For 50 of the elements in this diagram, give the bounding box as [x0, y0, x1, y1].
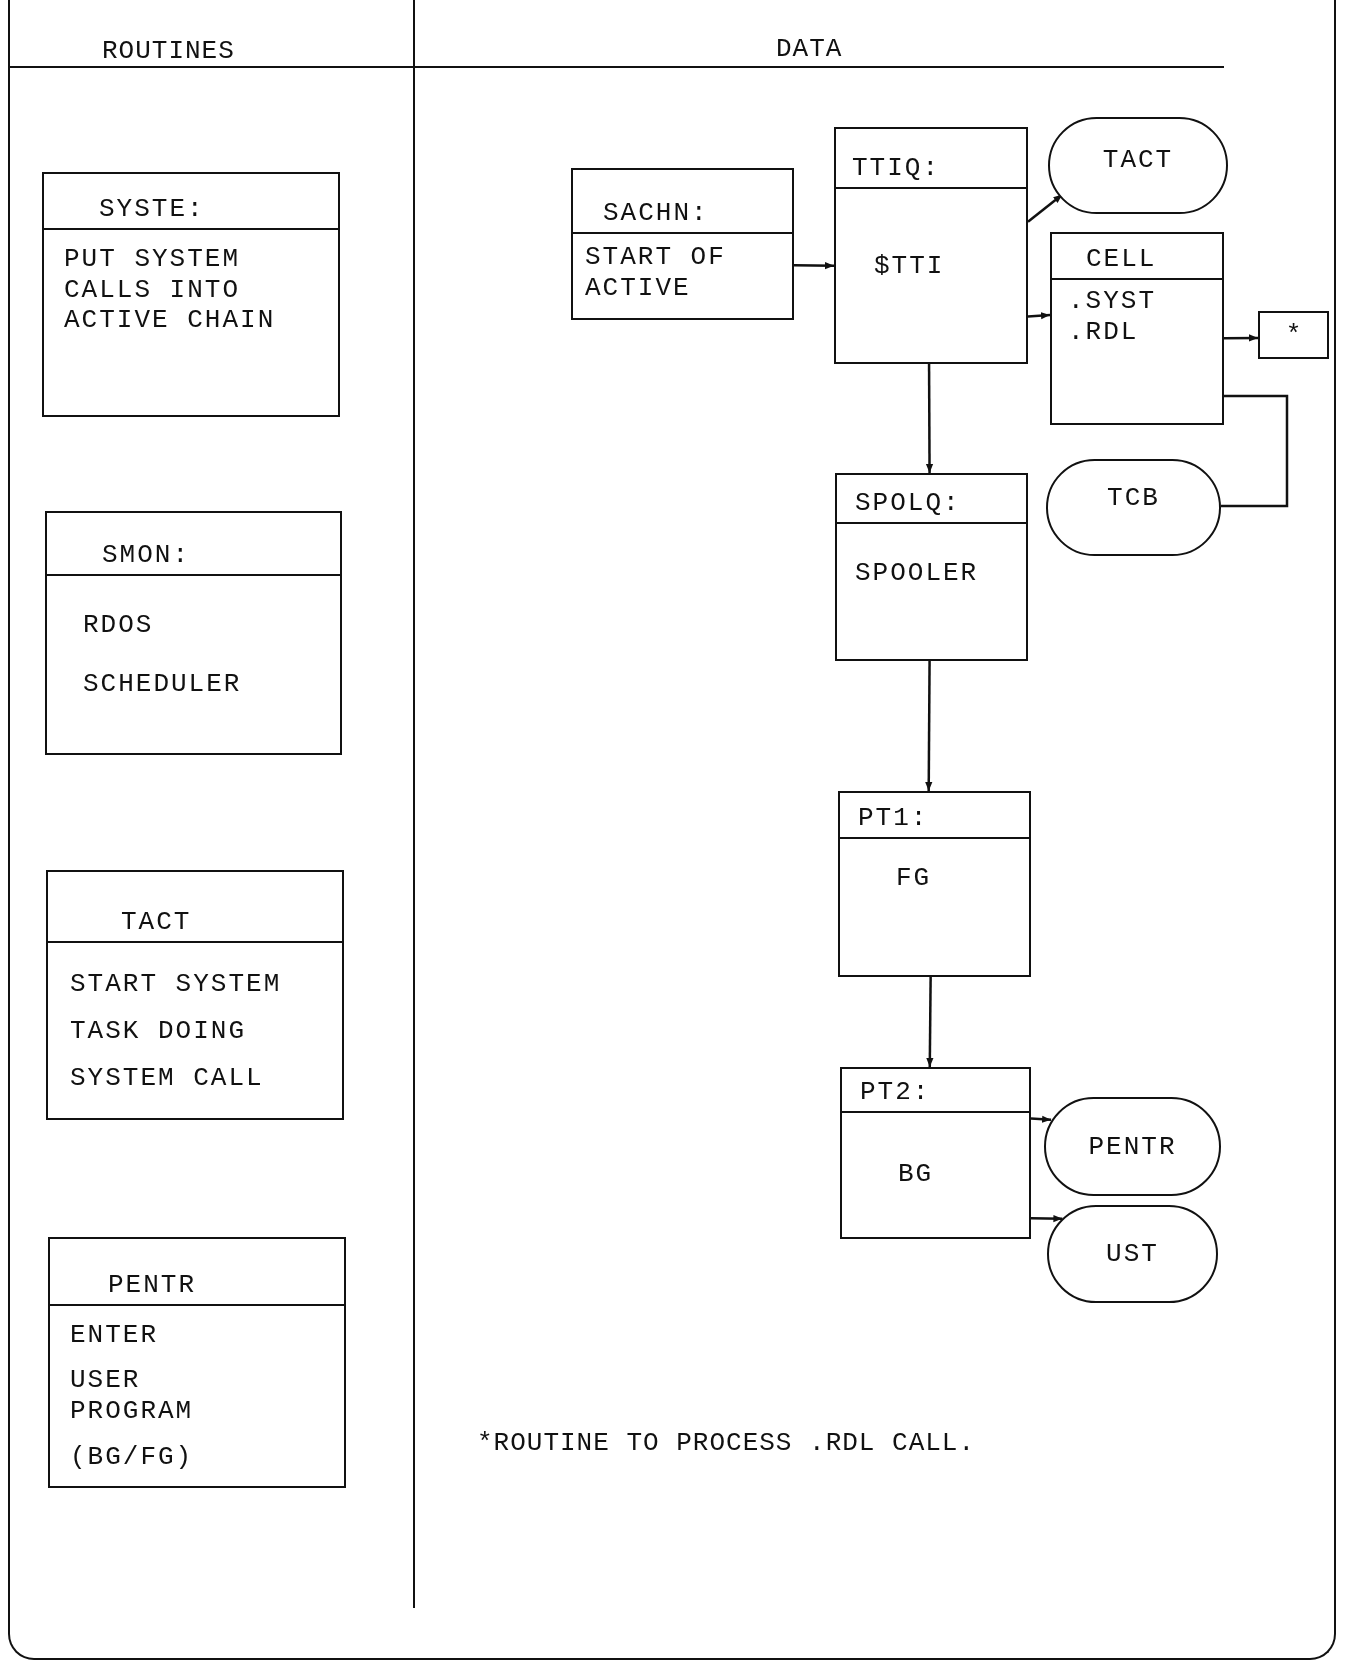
box-text: (BG/FG)	[70, 1441, 195, 1473]
box-heading: PENTR	[50, 1239, 344, 1306]
table-box	[1050, 232, 1224, 425]
table-box	[45, 511, 342, 755]
box-heading: SYSTE:	[44, 174, 338, 230]
box-heading: PT1:	[840, 793, 1029, 839]
box-text: BG	[898, 1159, 935, 1191]
box-heading: SACHN:	[573, 170, 792, 234]
arrow	[925, 364, 934, 473]
column-heading: DATA	[776, 34, 843, 64]
connector-line	[1221, 394, 1289, 508]
box-text: .SYST .RDL	[1068, 286, 1157, 349]
arrow	[1030, 1115, 1052, 1123]
column-heading: ROUTINES	[102, 36, 235, 66]
routine-box: *	[1258, 311, 1329, 359]
box-heading: SMON:	[47, 513, 340, 576]
table-box	[571, 168, 794, 320]
box-text: USER PROGRAM	[70, 1365, 195, 1428]
box-heading: SPOLQ:	[837, 475, 1026, 524]
arrow	[1031, 1215, 1063, 1223]
box-heading: PT2:	[842, 1069, 1029, 1113]
box-heading: TTIQ:	[836, 129, 1026, 189]
table-box	[46, 870, 344, 1120]
table-box	[838, 791, 1031, 977]
box-text: START SYSTEM TASK DOING SYSTEM CALL	[70, 968, 283, 1095]
box-text: START OF ACTIVE	[585, 242, 727, 305]
table-box	[48, 1237, 346, 1488]
box-heading: CELL	[1052, 234, 1222, 280]
rounded-node: TACT	[1048, 117, 1228, 214]
table-box	[42, 172, 340, 417]
box-text: SCHEDULER	[83, 669, 243, 701]
box-text: ENTER	[70, 1320, 159, 1352]
box-text: SPOOLER	[855, 558, 980, 590]
arrow	[1224, 334, 1258, 342]
table-box	[835, 473, 1028, 661]
box-heading: TACT	[48, 872, 342, 943]
rounded-node: UST	[1047, 1205, 1218, 1303]
box-text: PUT SYSTEM CALLS INTO ACTIVE CHAIN	[64, 244, 277, 336]
rounded-node: PENTR	[1044, 1097, 1221, 1196]
arrow	[925, 661, 933, 791]
box-text: RDOS	[83, 610, 155, 642]
table-box	[840, 1067, 1031, 1239]
box-text: FG	[896, 863, 933, 895]
table-box	[834, 127, 1028, 364]
footnote: *ROUTINE TO PROCESS .RDL CALL.	[477, 1428, 976, 1458]
arrow	[794, 261, 834, 270]
box-text: $TTI	[874, 251, 946, 283]
rounded-node: TCB	[1046, 459, 1221, 556]
arrow	[926, 977, 934, 1067]
arrow	[1027, 312, 1051, 320]
